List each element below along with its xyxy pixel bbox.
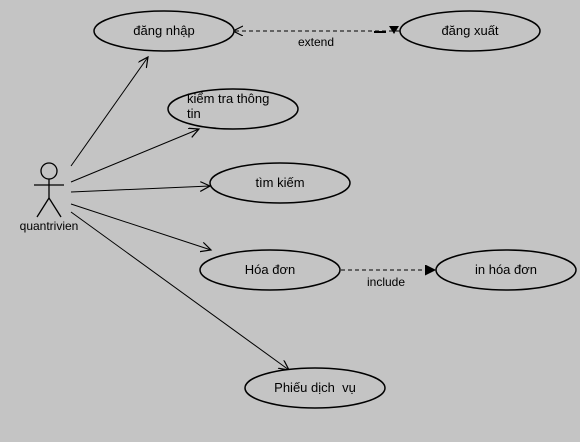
usecase-hoa-don: Hóa đơn <box>199 249 341 291</box>
usecase-dang-xuat: đăng xuất <box>399 10 541 52</box>
usecase-hoa-don-shape <box>199 249 341 291</box>
usecase-phieu-dich-vu-shape <box>244 367 386 409</box>
usecase-in-hoa-don-shape <box>435 249 577 291</box>
usecase-phieu-dich-vu: Phiếu dịch vụ <box>244 367 386 409</box>
usecase-kiem-tra-shape <box>167 88 299 130</box>
actor-leg-right <box>48 197 62 218</box>
usecase-in-hoa-don-label: in hóa đơn <box>475 262 537 277</box>
usecase-tim-kiem-shape <box>209 162 351 204</box>
usecase-kiem-tra-label-line2: tin <box>187 106 201 121</box>
usecase-in-hoa-don: in hóa đơn <box>435 249 577 291</box>
actor-quantrivien: quantrivien <box>20 162 79 233</box>
association-tim-kiem <box>70 186 210 193</box>
usecase-dang-nhap-label: đăng nhập <box>133 23 194 38</box>
association-kiem-tra <box>70 129 199 183</box>
usecase-tim-kiem: tìm kiếm <box>209 162 351 204</box>
usecase-tim-kiem-label: tìm kiếm <box>255 175 304 190</box>
extend-label: extend <box>298 35 334 49</box>
association-phieu-dich-vu <box>70 211 289 370</box>
include-label: include <box>367 275 405 289</box>
usecase-kiem-tra-thong-tin: kiểm tra thông tin <box>167 88 299 130</box>
usecase-kiem-tra-label-line1: kiểm tra thông <box>187 91 269 106</box>
actor-leg-left <box>36 197 50 218</box>
actor-label: quantrivien <box>20 219 79 233</box>
extend-tail-arrow <box>389 26 399 34</box>
association-dang-nhap <box>70 57 148 167</box>
usecase-dang-nhap: đăng nhập <box>93 10 235 52</box>
actor-head <box>40 162 58 180</box>
association-hoa-don <box>70 203 211 250</box>
usecase-dang-xuat-label: đăng xuất <box>441 23 498 38</box>
usecase-dang-xuat-shape <box>399 10 541 52</box>
usecase-hoa-don-label: Hóa đơn <box>245 262 295 277</box>
usecase-dang-nhap-shape <box>93 10 235 52</box>
usecase-phieu-dich-vu-label: Phiếu dịch vụ <box>274 380 356 395</box>
